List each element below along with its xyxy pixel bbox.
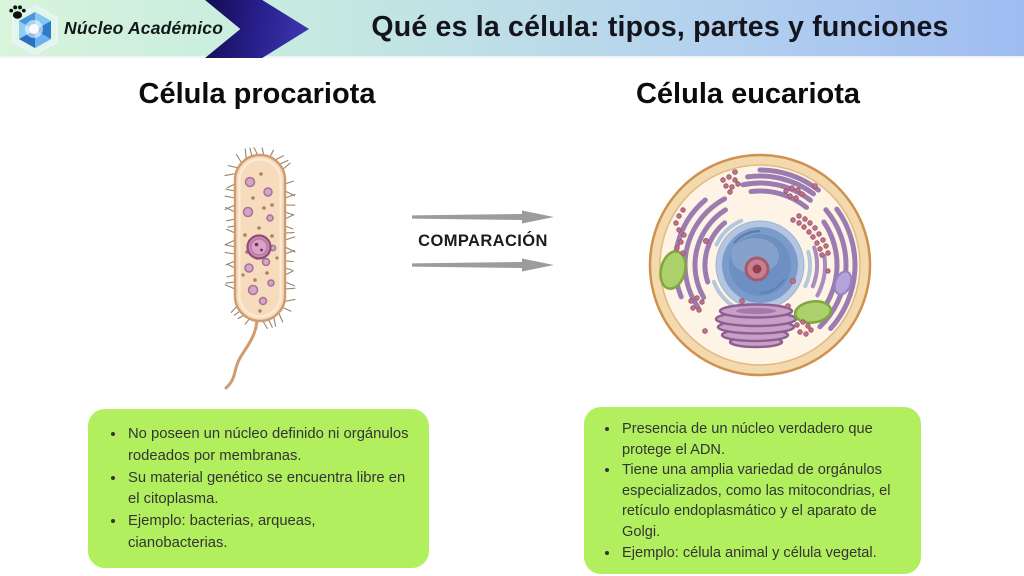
prokaryote-facts-list: No poseen un núcleo definido ni orgánulo… [102, 424, 415, 555]
list-item: Ejemplo: célula animal y célula vegetal. [620, 543, 909, 564]
heading-eukaryote: Célula eucariota [635, 78, 861, 110]
nucleus [715, 220, 805, 310]
prokaryote-cell-illustration [224, 147, 296, 390]
plasmids [242, 176, 277, 306]
heading-prokaryote: Célula procariota [138, 78, 376, 110]
endoplasmic-reticulum-left [672, 177, 848, 353]
list-item: Presencia de un núcleo verdadero que pro… [620, 419, 909, 460]
comparison-block: COMPARACIÓN [406, 209, 560, 273]
comparison-label: COMPARACIÓN [418, 232, 548, 250]
pili-hairs [224, 147, 296, 330]
ribosomes [241, 172, 279, 313]
list-item: Su material genético se encuentra libre … [126, 468, 415, 512]
flagellum [224, 319, 259, 390]
eukaryote-cell-illustration [648, 153, 872, 377]
vacuole [833, 270, 853, 296]
page-title: Qué es la célula: tipos, partes y funcio… [371, 11, 949, 43]
right-arrow-icon [412, 210, 554, 224]
eukaryote-facts-box: Presencia de un núcleo verdadero que pro… [584, 407, 921, 575]
eukaryote-facts-list: Presencia de un núcleo verdadero que pro… [596, 419, 909, 563]
mitochondria [659, 250, 833, 324]
hexagon-gem-icon [12, 4, 58, 56]
list-item: No poseen un núcleo definido ni orgánulo… [126, 424, 415, 468]
list-item: Ejemplo: bacterias, arqueas, cianobacter… [126, 511, 415, 555]
brand-logo [8, 3, 62, 57]
ribosome-clusters [673, 169, 831, 337]
header-bar: Núcleo Académico Qué es la célula: tipos… [0, 0, 1024, 58]
golgi-apparatus [714, 303, 798, 349]
cell-membrane [238, 158, 282, 318]
paw-print-icon [9, 5, 26, 19]
right-arrow-icon [412, 258, 554, 272]
nucleoid [246, 234, 272, 260]
endoplasmic-reticulum-top [662, 167, 858, 363]
list-item: Tiene una amplia variedad de orgánulos e… [620, 460, 909, 542]
prokaryote-facts-box: No poseen un núcleo definido ni orgánulo… [88, 409, 429, 568]
brand-name: Núcleo Académico [64, 18, 224, 38]
